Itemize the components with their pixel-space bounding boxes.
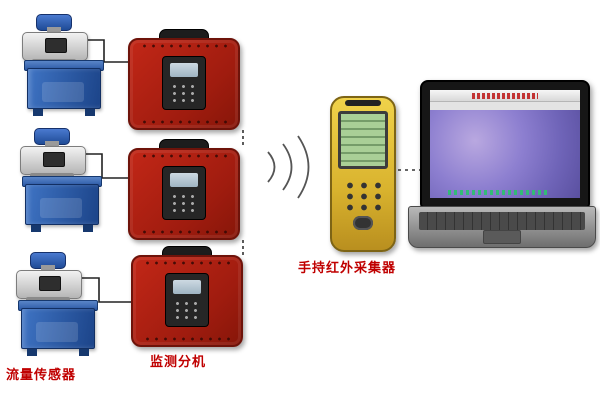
tank-leg <box>79 349 89 356</box>
tank-body <box>27 68 101 109</box>
sensor-neck <box>47 27 61 34</box>
tank-leg <box>31 225 41 232</box>
box-body <box>128 148 240 240</box>
tank-leg <box>27 349 37 356</box>
wireless-wave-large <box>297 135 310 199</box>
app-window-status-text <box>448 190 550 195</box>
box-screen <box>173 280 201 294</box>
box-keypad <box>170 83 198 103</box>
app-window-title-text <box>472 93 538 99</box>
sensor-neck <box>45 141 59 148</box>
box-screen <box>170 173 198 187</box>
box-keypad <box>173 300 201 320</box>
wireless-wave-small <box>267 151 276 183</box>
box-body <box>131 255 243 347</box>
rivet-dots <box>140 230 228 234</box>
sensor-display-window <box>45 38 67 53</box>
box-control-panel <box>165 273 209 327</box>
app-window-content <box>430 110 580 198</box>
infrared-port <box>345 100 381 106</box>
sensor-neck <box>41 265 55 272</box>
handheld-keypad <box>343 180 383 214</box>
laptop-display <box>430 90 580 198</box>
sensor-display-window <box>39 276 61 291</box>
app-window-titlebar <box>430 90 580 102</box>
sensor-display-window <box>43 152 65 167</box>
flow-sensor-1 <box>20 14 88 66</box>
laptop-base <box>408 206 596 248</box>
tank-leg <box>85 109 95 116</box>
flow-tank-2 <box>22 176 102 232</box>
flow-sensor-label: 流量传感器 <box>6 367 77 382</box>
handheld-nav-button <box>353 216 373 230</box>
handheld-lcd-screen <box>338 111 388 169</box>
laptop-screen <box>420 80 590 208</box>
laptop-touchpad <box>483 230 521 244</box>
monitor-box-3 <box>131 246 243 347</box>
monitor-box-1 <box>128 29 240 130</box>
rivet-dots <box>140 44 228 48</box>
box-control-panel <box>162 56 206 110</box>
tank-panel <box>36 322 78 342</box>
tank-body <box>21 308 95 349</box>
flow-tank-1 <box>24 60 104 116</box>
laptop-keyboard <box>419 212 585 230</box>
flow-sensor-3 <box>14 252 82 304</box>
wire-sensor1-box1 <box>88 39 128 63</box>
box-control-panel <box>162 166 206 220</box>
tank-panel <box>42 82 84 102</box>
tank-panel <box>40 198 82 218</box>
monitor-box-2 <box>128 139 240 240</box>
box-body <box>128 38 240 130</box>
box-keypad <box>170 193 198 213</box>
rivet-dots <box>140 120 228 124</box>
tank-body <box>25 184 99 225</box>
box-screen <box>170 63 198 77</box>
rivet-dots <box>143 261 231 265</box>
flow-tank-3 <box>18 300 98 356</box>
rivet-dots <box>143 337 231 341</box>
flow-sensor-2 <box>18 128 86 180</box>
wire-sensor2-box2 <box>86 153 128 179</box>
monitor-unit-label: 监测分机 <box>150 354 207 369</box>
wire-sensor3-box3 <box>82 277 131 303</box>
rivet-dots <box>140 154 228 158</box>
wireless-wave-medium <box>282 143 293 191</box>
handheld-collector-label: 手持红外采集器 <box>298 260 397 275</box>
tank-leg <box>83 225 93 232</box>
handheld-collector <box>330 96 396 252</box>
tank-leg <box>33 109 43 116</box>
